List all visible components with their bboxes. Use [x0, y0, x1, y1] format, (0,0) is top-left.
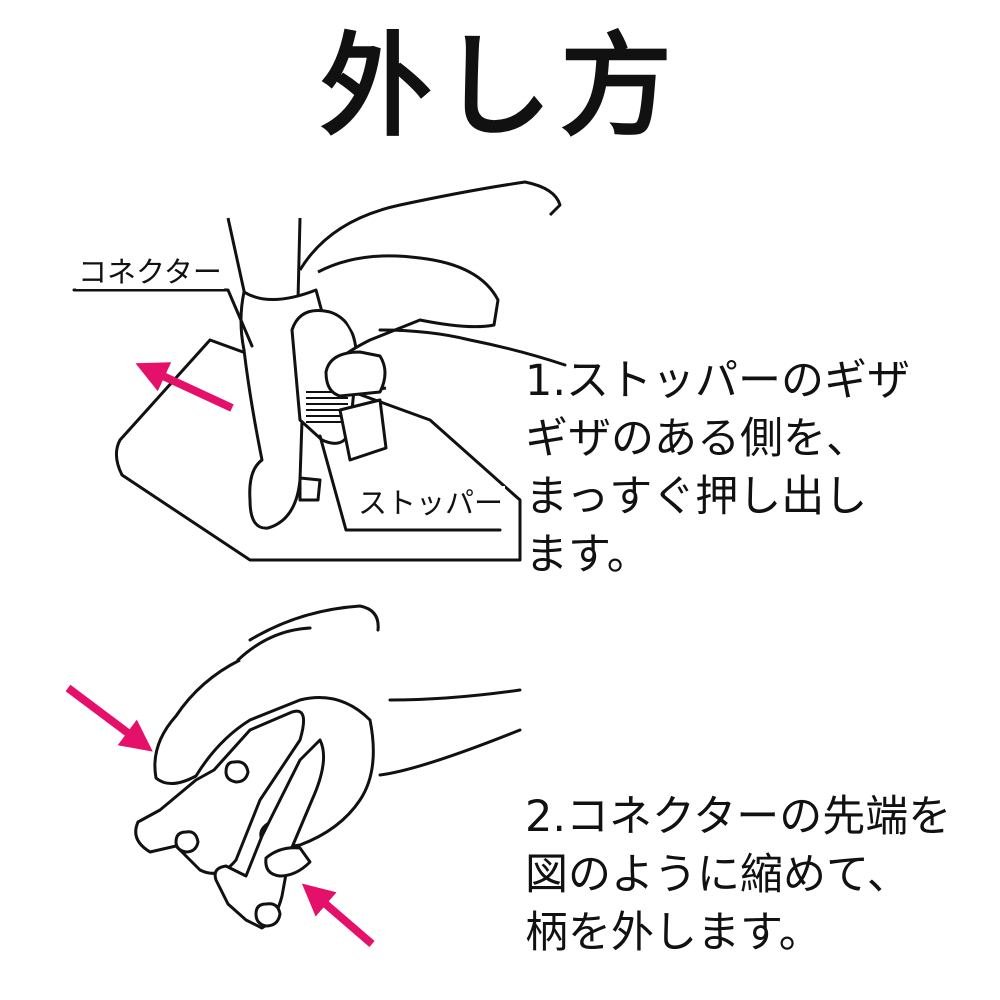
stopper-foot	[338, 398, 388, 462]
lower-thumb	[264, 846, 312, 878]
stopper-leader	[318, 434, 502, 532]
arrow-icon	[301, 883, 375, 948]
page-title: 外し方	[320, 22, 680, 152]
handle-pole	[226, 217, 302, 302]
stopper-label: ストッパー	[356, 486, 506, 520]
arrow-icon	[135, 362, 234, 412]
connector-label: コネクター	[76, 255, 224, 289]
connector-leader	[72, 288, 254, 348]
hand-upper	[298, 180, 562, 271]
thumb	[324, 350, 387, 398]
step-2-text: 2.コネクターの先端を 図のように縮めて、 柄を外します。	[525, 792, 952, 958]
hand-arm	[236, 604, 522, 777]
hand-squeezing-connector-illustration	[134, 604, 522, 930]
arrow-icon	[65, 684, 153, 752]
connector-arm-upper	[134, 709, 306, 875]
step-1-text: 1.ストッパーのギザ ギザのある側を、 まっすぐ押し出し ます。	[525, 356, 911, 580]
